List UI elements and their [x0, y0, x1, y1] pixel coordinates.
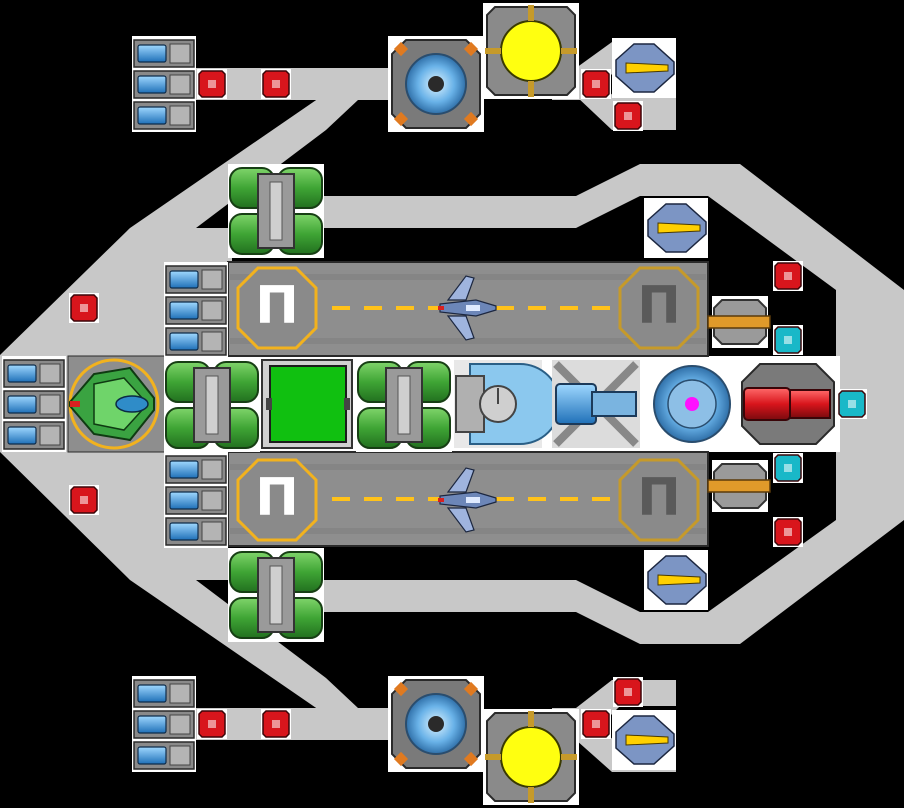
- armor-node[interactable]: [581, 69, 611, 99]
- scrubber-fan-top[interactable]: [388, 36, 484, 132]
- hangar-fighter-top[interactable]: [438, 275, 497, 341]
- fuel-tank[interactable]: [228, 548, 324, 642]
- landing-pad-top-left[interactable]: Π: [236, 266, 318, 350]
- pad-glyph: Π: [637, 276, 681, 336]
- battery-bank[interactable]: [164, 452, 228, 548]
- shield-nodes: [773, 325, 867, 483]
- armor-node[interactable]: [773, 261, 803, 291]
- shield-generator-module[interactable]: [454, 360, 561, 448]
- turret-upper[interactable]: [707, 296, 771, 348]
- cargo-hatch[interactable]: [261, 359, 353, 449]
- armor-nodes: [69, 69, 803, 739]
- armor-node[interactable]: [613, 101, 643, 131]
- battery-bank[interactable]: [164, 262, 228, 358]
- armor-node[interactable]: [261, 69, 291, 99]
- armor-node[interactable]: [773, 517, 803, 547]
- thruster-pod[interactable]: [644, 550, 708, 610]
- turret-lower[interactable]: [707, 460, 771, 512]
- landing-pad-top-right[interactable]: Π: [618, 266, 700, 350]
- cockpit-command-ship[interactable]: [68, 358, 160, 450]
- pad-glyph: Π: [255, 276, 299, 336]
- armor-node[interactable]: [197, 709, 227, 739]
- power-core-top[interactable]: [483, 3, 579, 99]
- hangar-fighter-bottom[interactable]: [438, 467, 497, 533]
- fuel-tank[interactable]: [164, 358, 260, 452]
- shield-node[interactable]: [773, 325, 803, 355]
- armor-node[interactable]: [197, 69, 227, 99]
- reactor-core-module[interactable]: [648, 360, 736, 448]
- pad-glyph: Π: [255, 468, 299, 528]
- landing-pad-bottom-right[interactable]: Π: [618, 458, 700, 542]
- pad-glyph: Π: [637, 468, 681, 528]
- scrubber-fan-bottom[interactable]: [388, 676, 484, 772]
- armor-node[interactable]: [613, 677, 643, 707]
- fuel-tank-array: [164, 164, 452, 642]
- armor-node[interactable]: [69, 293, 99, 323]
- thruster-pod[interactable]: [612, 38, 676, 98]
- shield-node[interactable]: [837, 389, 867, 419]
- thruster-pod[interactable]: [644, 198, 708, 258]
- power-core-bottom[interactable]: [483, 709, 579, 805]
- ion-cannon-module[interactable]: [552, 360, 640, 448]
- armor-node[interactable]: [261, 709, 291, 739]
- runway-markings: [332, 306, 610, 501]
- battery-bank[interactable]: [132, 676, 196, 772]
- armor-node[interactable]: [69, 485, 99, 515]
- engine-core-module[interactable]: [741, 360, 835, 448]
- thruster-pod[interactable]: [612, 710, 676, 770]
- armor-node[interactable]: [581, 709, 611, 739]
- fuel-tank[interactable]: [228, 164, 324, 258]
- battery-banks: [2, 36, 228, 772]
- shield-node[interactable]: [773, 453, 803, 483]
- landing-pad-bottom-left[interactable]: Π: [236, 458, 318, 542]
- thrusters: [612, 38, 708, 770]
- battery-bank[interactable]: [2, 356, 66, 452]
- fuel-tank[interactable]: [356, 358, 452, 452]
- battery-bank[interactable]: [132, 36, 196, 132]
